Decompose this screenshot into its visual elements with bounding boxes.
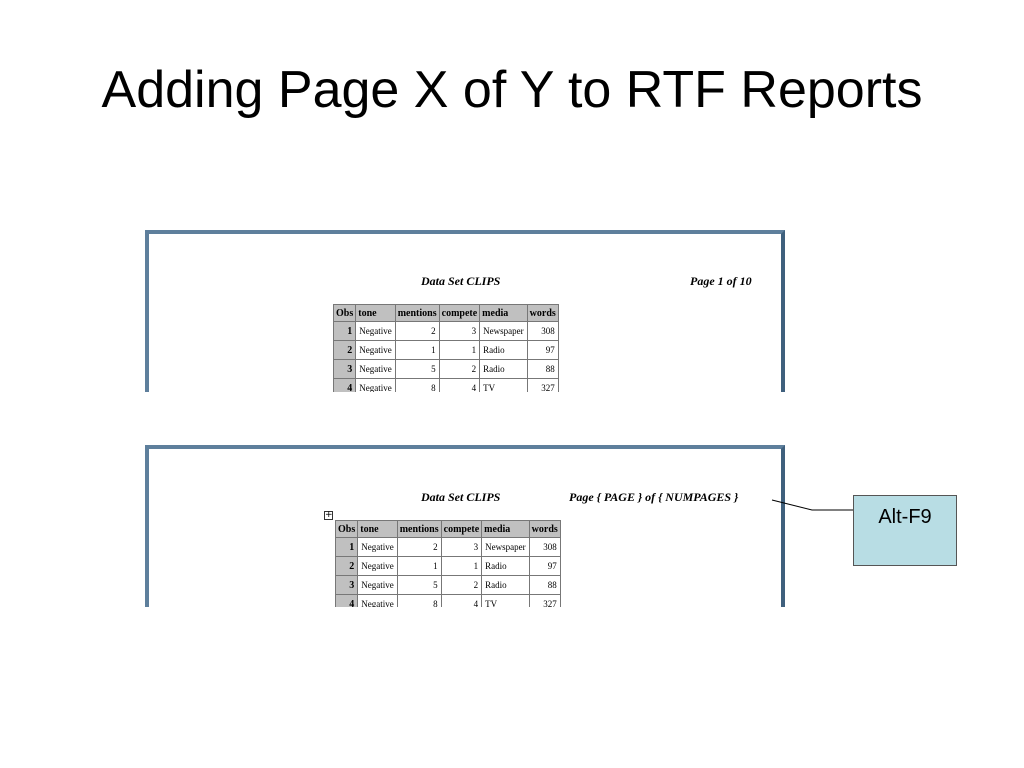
table-row: 1 Negative 2 3 Newspaper 308	[332, 321, 559, 341]
cell-mentions: 1	[394, 340, 440, 360]
cell-tone: Negative	[355, 340, 396, 360]
table-move-handle-icon[interactable]: +	[324, 510, 333, 520]
cell-words: 327	[526, 378, 559, 392]
cell-mentions: 8	[394, 378, 440, 392]
cell-compete: 3	[440, 537, 483, 557]
cell-mentions: 5	[394, 359, 440, 379]
cell-media: Newspaper	[481, 537, 530, 557]
data-table-2: Obs tone mentions compete media words 1 …	[334, 520, 561, 607]
cell-mentions: 8	[396, 594, 442, 607]
cell-compete: 4	[438, 378, 481, 392]
cell-obs: 4	[332, 378, 357, 392]
cell-words: 308	[528, 537, 561, 557]
cell-compete: 1	[438, 340, 481, 360]
cell-tone: Negative	[355, 321, 396, 341]
callout-box-alt-f9: Alt-F9	[853, 495, 957, 566]
cell-compete: 2	[438, 359, 481, 379]
cell-obs: 3	[334, 575, 359, 595]
table-row: 4 Negative 8 4 TV 327	[332, 378, 559, 392]
slide-title: Adding Page X of Y to RTF Reports	[101, 61, 923, 119]
table-row: 2 Negative 1 1 Radio 97	[334, 556, 561, 576]
report-screenshot-1: Data Set CLIPS Page 1 of 10 Obs tone men…	[145, 230, 785, 392]
report-screenshot-2: Data Set CLIPS Page { PAGE } of { NUMPAG…	[145, 445, 785, 607]
cell-media: TV	[481, 594, 530, 607]
table-row: 2 Negative 1 1 Radio 97	[332, 340, 559, 360]
cell-tone: Negative	[357, 537, 398, 557]
cell-mentions: 5	[396, 575, 442, 595]
callout-label: Alt-F9	[878, 506, 932, 528]
cell-obs: 1	[334, 537, 359, 557]
table-row: 3 Negative 5 2 Radio 88	[332, 359, 559, 379]
cell-words: 327	[528, 594, 561, 607]
cell-words: 88	[528, 575, 561, 595]
cell-words: 97	[526, 340, 559, 360]
col-header-media: media	[479, 304, 528, 322]
cell-compete: 1	[440, 556, 483, 576]
cell-compete: 3	[438, 321, 481, 341]
table-header-row: Obs tone mentions compete media words	[334, 520, 561, 538]
data-table-1: Obs tone mentions compete media words 1 …	[332, 304, 559, 392]
report-title-1: Data Set CLIPS	[421, 274, 501, 288]
cell-obs: 1	[332, 321, 357, 341]
cell-compete: 4	[440, 594, 483, 607]
col-header-compete: compete	[440, 520, 483, 538]
cell-media: TV	[479, 378, 528, 392]
col-header-obs: Obs	[334, 520, 359, 538]
cell-tone: Negative	[357, 575, 398, 595]
cell-compete: 2	[440, 575, 483, 595]
col-header-words: words	[528, 520, 561, 538]
page-label-1: Page 1 of 10	[690, 274, 752, 288]
cell-words: 88	[526, 359, 559, 379]
cell-words: 308	[526, 321, 559, 341]
cell-mentions: 1	[396, 556, 442, 576]
col-header-tone: tone	[357, 520, 398, 538]
col-header-mentions: mentions	[394, 304, 440, 322]
cell-obs: 2	[334, 556, 359, 576]
cell-media: Newspaper	[479, 321, 528, 341]
report-title-2: Data Set CLIPS	[421, 490, 501, 504]
cell-tone: Negative	[357, 556, 398, 576]
col-header-tone: tone	[355, 304, 396, 322]
page-field-code: Page { PAGE } of { NUMPAGES }	[569, 490, 739, 504]
col-header-media: media	[481, 520, 530, 538]
cell-mentions: 2	[394, 321, 440, 341]
col-header-obs: Obs	[332, 304, 357, 322]
table-row: 4 Negative 8 4 TV 327	[334, 594, 561, 607]
cell-tone: Negative	[355, 359, 396, 379]
col-header-mentions: mentions	[396, 520, 442, 538]
cell-mentions: 2	[396, 537, 442, 557]
cell-media: Radio	[479, 359, 528, 379]
table-header-row: Obs tone mentions compete media words	[332, 304, 559, 322]
table-row: 3 Negative 5 2 Radio 88	[334, 575, 561, 595]
col-header-compete: compete	[438, 304, 481, 322]
cell-media: Radio	[479, 340, 528, 360]
cell-media: Radio	[481, 575, 530, 595]
cell-obs: 2	[332, 340, 357, 360]
col-header-words: words	[526, 304, 559, 322]
cell-tone: Negative	[355, 378, 396, 392]
cell-words: 97	[528, 556, 561, 576]
cell-obs: 3	[332, 359, 357, 379]
table-row: 1 Negative 2 3 Newspaper 308	[334, 537, 561, 557]
cell-tone: Negative	[357, 594, 398, 607]
cell-media: Radio	[481, 556, 530, 576]
cell-obs: 4	[334, 594, 359, 607]
